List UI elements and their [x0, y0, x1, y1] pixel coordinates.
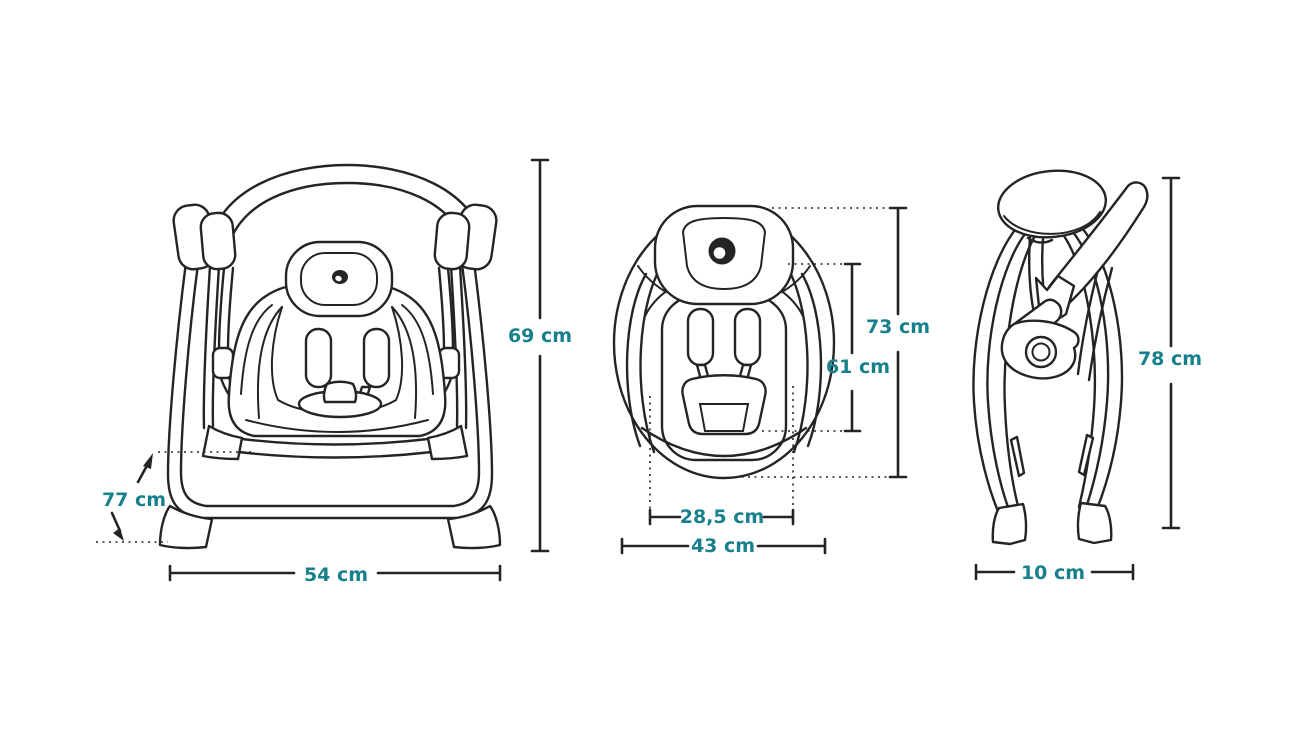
seat-pod: [227, 284, 447, 438]
seat-width-dimension-line: [648, 508, 795, 526]
rear-foot-right: [426, 424, 469, 461]
folded-view-drawing: [972, 169, 1149, 546]
width-dimension-line: [168, 564, 502, 582]
folded-foot-left: [991, 502, 1028, 546]
backrest-dimension-line: [843, 262, 862, 433]
hinge-cap-right-inner: [433, 211, 471, 271]
length-dimension-line: [888, 206, 908, 479]
top-view-drawing: [612, 204, 836, 480]
rear-foot-left: [201, 424, 244, 461]
folded-foot-right: [1076, 501, 1113, 545]
folded-legs: [972, 224, 1020, 516]
top-backrest-label: 61 cm: [826, 356, 890, 378]
front-view-dimensions: 69 cm 77 cm 54 cm: [96, 158, 572, 586]
front-depth-label: 77 cm: [102, 489, 166, 511]
front-foot-right: [446, 504, 502, 550]
width-dimension-line: [620, 537, 827, 555]
harness-slot-right: [362, 327, 391, 389]
footrest-bolster: [640, 426, 808, 458]
top-length-label: 73 cm: [866, 316, 930, 338]
arch-handle: [205, 163, 489, 254]
hinge-cap-left-inner: [199, 211, 237, 271]
hanger-strap-right: [434, 266, 455, 397]
folded-width-label: 10 cm: [1021, 562, 1085, 584]
outer-frame: [166, 260, 494, 520]
hanger-strap-left: [217, 266, 238, 397]
harness-slot-left: [304, 327, 333, 389]
front-height-label: 69 cm: [508, 325, 572, 347]
harness-slot-right: [733, 307, 762, 367]
front-view-drawing: [158, 163, 502, 550]
width-dimension-line: [974, 563, 1135, 581]
top-seat-width-label: 28,5 cm: [680, 506, 765, 528]
folded-height-label: 78 cm: [1138, 348, 1202, 370]
side-bolsters: [625, 260, 823, 454]
folded-view-dimensions: 78 cm 10 cm: [974, 176, 1202, 584]
height-dimension-line: [530, 158, 550, 553]
top-width-label: 43 cm: [691, 535, 755, 557]
crotch-buckle: [322, 380, 358, 404]
folded-seat-base: [996, 169, 1108, 239]
rear-base-bar: [240, 437, 430, 446]
rear-frame: [202, 264, 212, 430]
height-dimension-line: [1161, 176, 1181, 530]
front-foot-left: [158, 504, 214, 550]
front-width-label: 54 cm: [304, 564, 368, 586]
harness-slot-left: [686, 307, 715, 367]
hinge-knob: [1024, 335, 1058, 369]
top-view-dimensions: 73 cm 61 cm 28,5 cm 43 cm: [620, 206, 930, 557]
